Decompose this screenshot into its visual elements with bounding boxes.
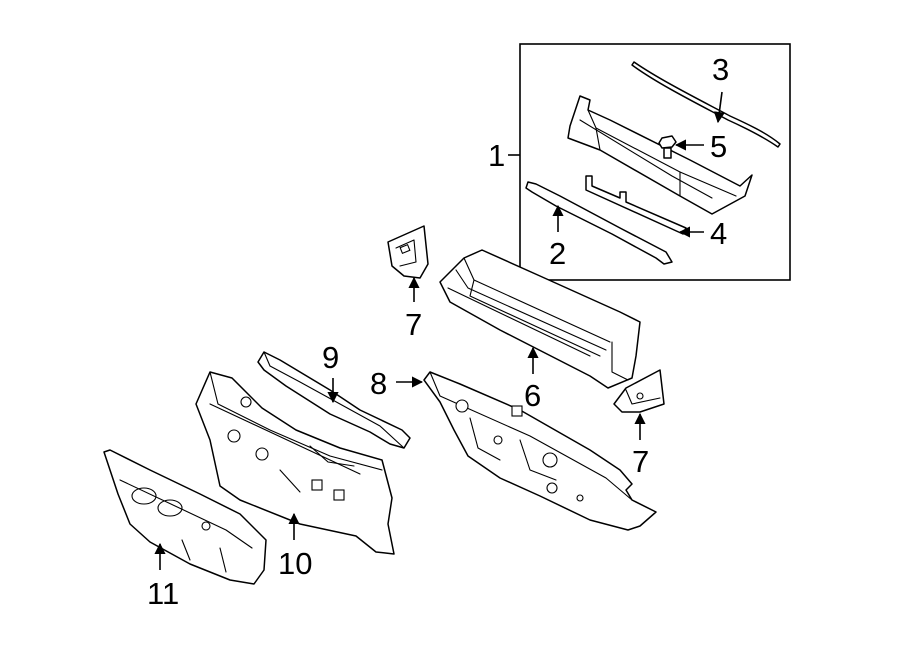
callout-9: 9 [322, 340, 339, 375]
callout-8: 8 [370, 366, 387, 401]
part-7-bracket-right [613, 369, 665, 413]
part-3-weatherstrip [631, 61, 781, 148]
callout-10: 10 [278, 546, 312, 581]
callout-2: 2 [549, 236, 566, 271]
callout-1: 1 [488, 138, 505, 173]
part-2-seal [525, 181, 673, 265]
callout-7b: 7 [632, 444, 649, 479]
part-6-cowl-top [439, 249, 641, 389]
callout-3: 3 [712, 52, 729, 87]
part-8-dash-panel [423, 371, 657, 531]
leader-3 [713, 91, 725, 124]
part-10-dash-insulator [195, 371, 395, 555]
part-5-bolt [658, 135, 677, 159]
callout-7a: 7 [405, 307, 422, 342]
part-4-bracket [585, 175, 687, 235]
callout-6: 6 [524, 378, 541, 413]
part-11-insulator-outer [103, 449, 267, 585]
inset-box-assembly [519, 43, 791, 281]
part-1-cowl-panel [567, 95, 753, 215]
callout-4: 4 [710, 216, 727, 251]
part-7-bracket-left [387, 225, 429, 279]
callout-11: 11 [147, 576, 179, 611]
callout-5: 5 [710, 129, 727, 164]
